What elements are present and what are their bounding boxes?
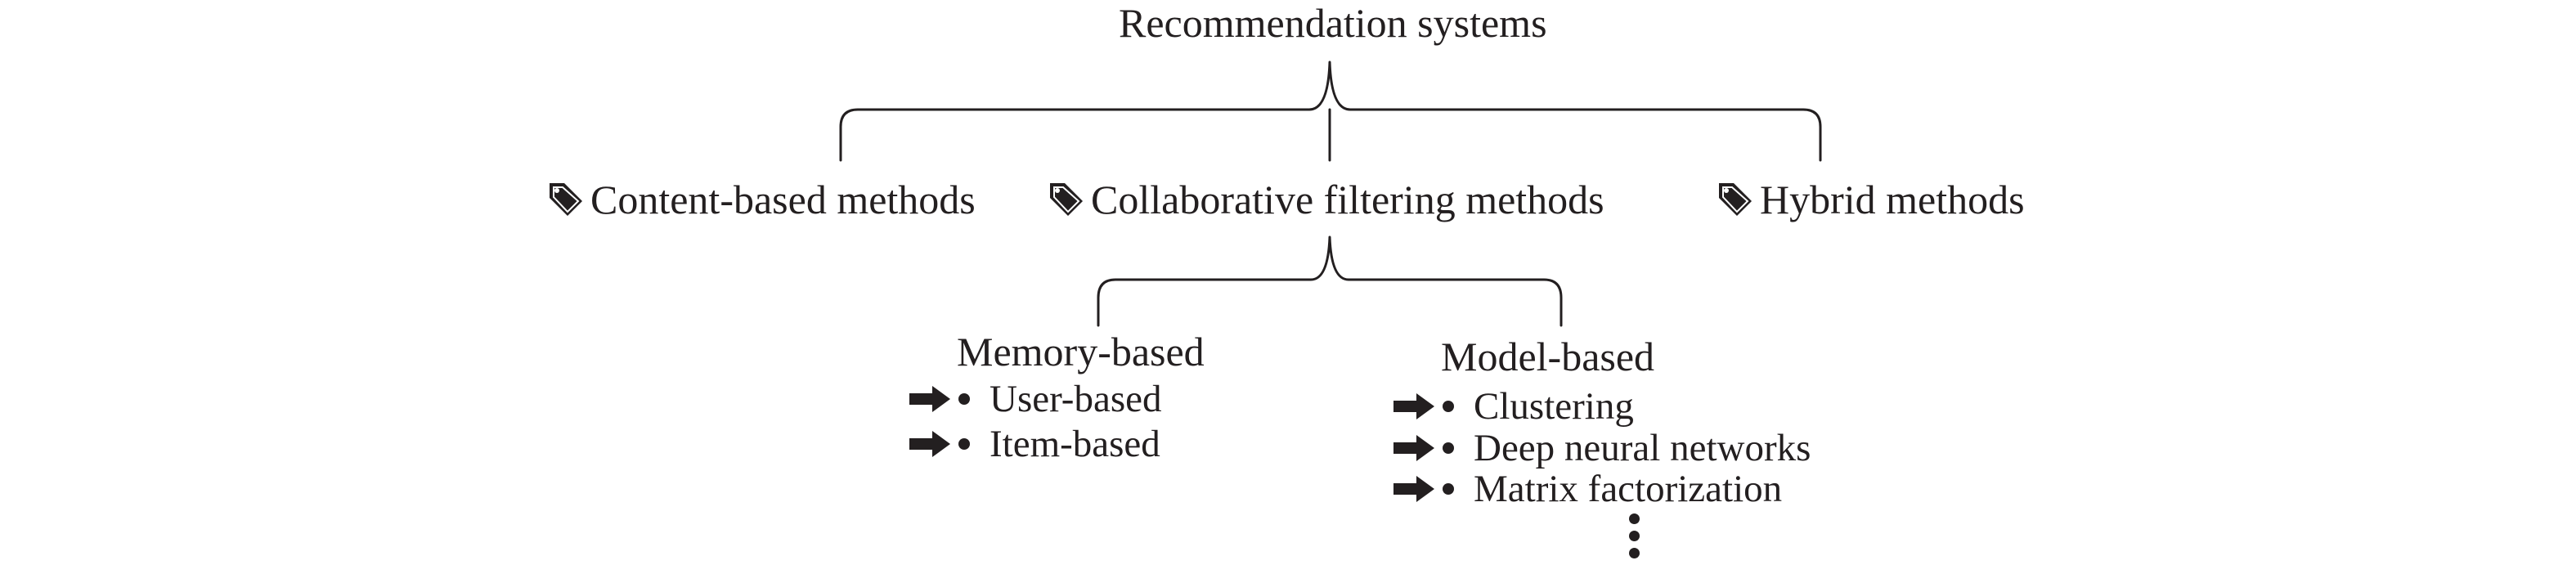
list-item-label: Item-based: [990, 423, 1160, 465]
tag-icon: [550, 183, 582, 216]
list-item: Deep neural networks: [1392, 425, 1811, 471]
lower-brace: [1097, 235, 1563, 327]
list-item: User-based: [908, 376, 1161, 422]
category-label: Content-based methods: [590, 177, 976, 222]
category-label: Collaborative filtering methods: [1091, 177, 1604, 222]
bullet-icon: [958, 438, 970, 450]
list-item-label: User-based: [990, 378, 1162, 420]
tag-icon: [1050, 183, 1083, 216]
list-item: Matrix factorization: [1392, 466, 1782, 512]
tag-icon: [1719, 183, 1752, 216]
vertical-ellipsis-icon: [1629, 513, 1642, 565]
arrow-right-icon: [1393, 393, 1434, 419]
arrow-right-icon: [1393, 476, 1434, 502]
list-item-label: Clustering: [1474, 385, 1634, 428]
top-brace: [839, 61, 1822, 162]
root-node-title: Recommendation systems: [1119, 0, 1547, 46]
arrow-right-icon: [909, 386, 950, 412]
model-based-heading: Model-based: [1441, 334, 1655, 379]
bullet-icon: [958, 393, 970, 405]
category-label: Hybrid methods: [1760, 177, 2025, 222]
bullet-icon: [1443, 401, 1454, 412]
category-content-based: Content-based methods: [546, 175, 976, 224]
bullet-icon: [1443, 442, 1454, 454]
category-hybrid: Hybrid methods: [1716, 175, 2025, 224]
list-item-label: Matrix factorization: [1474, 468, 1783, 510]
arrow-right-icon: [1393, 435, 1434, 461]
memory-based-heading: Memory-based: [957, 329, 1205, 374]
list-item: Clustering: [1392, 383, 1634, 429]
arrow-right-icon: [909, 431, 950, 457]
list-item-label: Deep neural networks: [1474, 427, 1811, 469]
bullet-icon: [1443, 483, 1454, 495]
category-collaborative-filtering: Collaborative filtering methods: [1047, 175, 1604, 224]
list-item: Item-based: [908, 421, 1160, 467]
